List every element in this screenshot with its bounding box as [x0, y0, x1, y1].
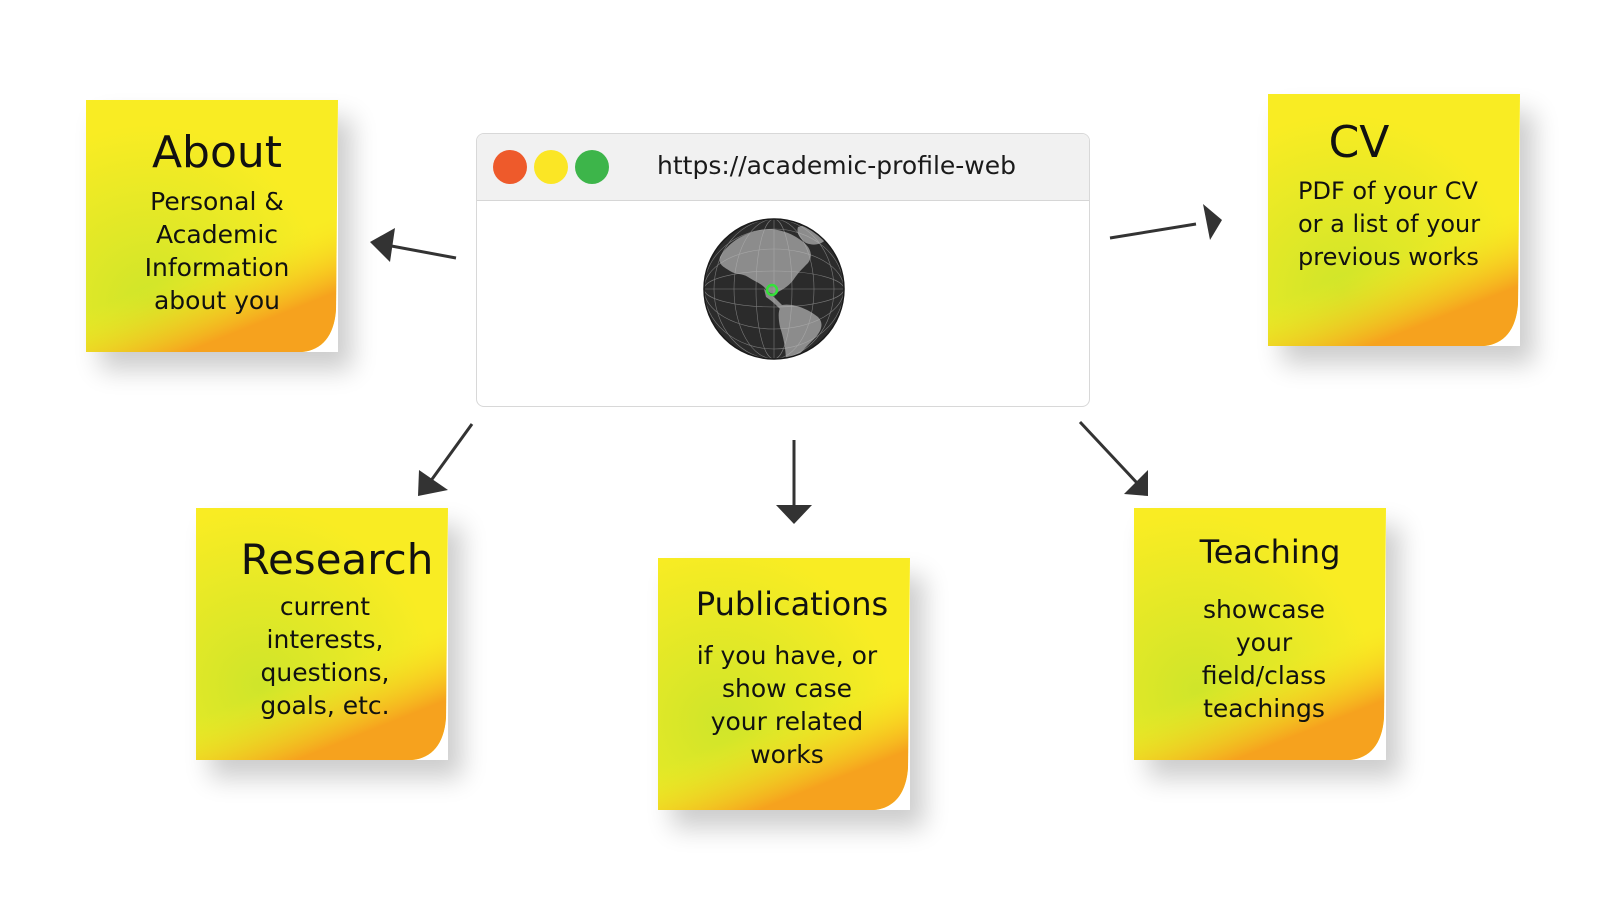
- arrowhead-about: [370, 228, 395, 262]
- note-about: About Personal & Academic Information ab…: [86, 100, 338, 352]
- sticky-note-icon: [1268, 94, 1520, 346]
- arrowhead-research: [418, 470, 448, 496]
- sticky-note-icon: [658, 558, 910, 810]
- note-title: Publications: [695, 585, 889, 623]
- note-publications: Publications if you have, or show case y…: [658, 558, 910, 810]
- note-body: current interests, questions, goals, etc…: [260, 592, 390, 721]
- window-minimize-dot[interactable]: [534, 150, 568, 184]
- sticky-note-icon: [1134, 508, 1386, 760]
- note-title: Research: [240, 535, 434, 584]
- note-research: Research current interests, questions, g…: [196, 508, 448, 760]
- note-body: if you have, or show case your related w…: [696, 640, 878, 769]
- window-maximize-dot[interactable]: [575, 150, 609, 184]
- arrowhead-teaching: [1124, 470, 1148, 496]
- arrowhead-publications: [776, 505, 812, 524]
- sticky-note-icon: [86, 100, 338, 352]
- note-teaching: Teaching showcase your field/class teach…: [1134, 508, 1386, 760]
- note-body: showcase your field/class teachings: [1201, 594, 1327, 723]
- arrow-to-about: [385, 243, 457, 260]
- arrow-to-research: [428, 423, 474, 483]
- arrowhead-cv: [1203, 204, 1222, 240]
- arrow-to-cv: [1109, 222, 1197, 240]
- browser-title-bar: https://academic-profile-web: [477, 134, 1089, 201]
- note-body: PDF of your CV or a list of your previou…: [1298, 176, 1481, 271]
- arrow-to-teaching: [1078, 420, 1140, 486]
- note-body: Personal & Academic Information about yo…: [144, 186, 290, 315]
- sticky-note-icon: [196, 508, 448, 760]
- url-text: https://academic-profile-web: [657, 151, 1016, 180]
- browser-window: https://academic-profile-web: [476, 133, 1090, 407]
- window-close-dot[interactable]: [493, 150, 527, 184]
- note-cv: CV PDF of your CV or a list of your prev…: [1268, 94, 1520, 346]
- globe-icon: [703, 218, 845, 360]
- note-title: About: [151, 127, 283, 178]
- location-marker-icon: [765, 283, 779, 297]
- note-title: CV: [1328, 117, 1390, 168]
- note-title: Teaching: [1199, 533, 1341, 571]
